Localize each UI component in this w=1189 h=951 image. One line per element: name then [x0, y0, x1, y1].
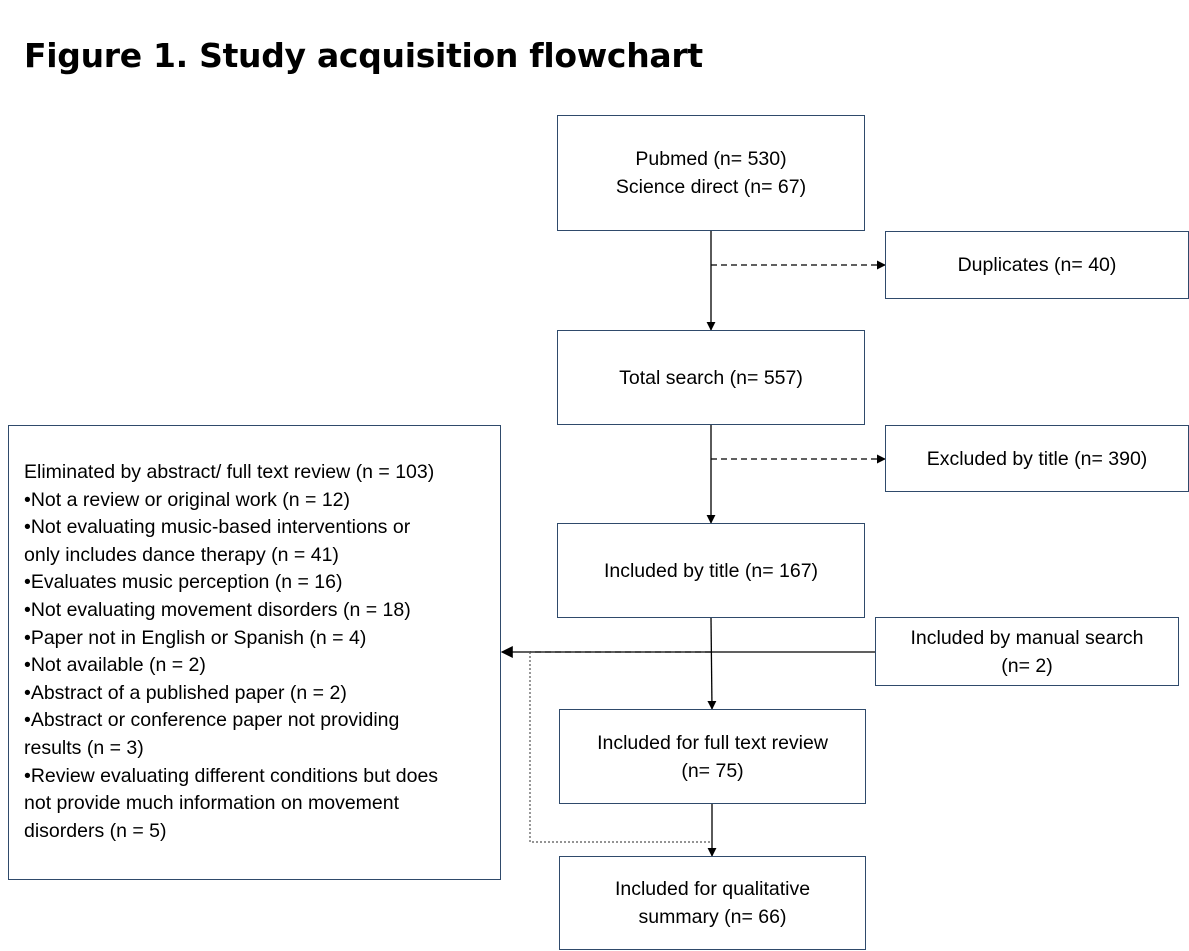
eliminated-reason: •Not evaluating music-based intervention…: [24, 516, 411, 539]
eliminated-reason: •Abstract of a published paper (n = 2): [24, 681, 347, 704]
node-excluded-by-title: Excluded by title (n= 390): [885, 425, 1189, 492]
node-text: Included by title (n= 167): [603, 559, 819, 582]
node-text: Total search (n= 557): [619, 366, 803, 389]
eliminated-reason: •Not evaluating movement disorders (n = …: [24, 598, 411, 621]
node-included-by-title: Included by title (n= 167): [557, 523, 865, 618]
eliminated-heading: Eliminated by abstract/ full text review…: [24, 461, 435, 483]
eliminated-reason: only includes dance therapy (n = 41): [24, 543, 339, 566]
eliminated-reason: •Not available (n = 2): [24, 654, 206, 677]
node-text: Excluded by title (n= 390): [926, 447, 1148, 470]
eliminated-reason: •Review evaluating different conditions …: [24, 764, 439, 787]
dotted-path-to-qualitative: [529, 652, 711, 843]
node-text: (n= 75): [681, 759, 744, 782]
eliminated-reason: •Abstract or conference paper not provid…: [24, 709, 400, 732]
eliminated-reason: •Evaluates music perception (n = 16): [24, 571, 343, 594]
arrow-included-title-to-full-text: [707, 617, 717, 710]
eliminated-reason: disorders (n = 5): [24, 819, 167, 842]
figure-title: Figure 1. Study acquisition flowchart: [24, 36, 703, 75]
node-full-text-review: Included for full text review (n= 75): [559, 709, 866, 804]
node-text: Pubmed (n= 530): [635, 148, 787, 170]
node-text: Included for full text review: [597, 731, 828, 754]
node-manual-search: Included by manual search (n= 2): [875, 617, 1179, 686]
node-total-search: Total search (n= 557): [557, 330, 865, 425]
node-sources: Pubmed (n= 530) Science direct (n= 67): [557, 115, 865, 231]
eliminated-reason: •Not a review or original work (n = 12): [24, 488, 350, 511]
node-text: Included by manual search: [910, 626, 1144, 649]
node-text: Included for qualitative: [614, 878, 811, 900]
eliminated-reason: results (n = 3): [24, 736, 144, 759]
node-eliminated: Eliminated by abstract/ full text review…: [8, 425, 501, 880]
node-text: (n= 2): [1001, 654, 1053, 677]
node-qualitative-summary: Included for qualitative summary (n= 66): [559, 856, 866, 950]
node-text: Science direct (n= 67): [615, 176, 807, 198]
node-text: Duplicates (n= 40): [957, 254, 1117, 276]
node-duplicates: Duplicates (n= 40): [885, 231, 1189, 299]
eliminated-reason: •Paper not in English or Spanish (n = 4): [24, 626, 367, 649]
eliminated-reason: not provide much information on movement: [24, 792, 400, 815]
node-text: summary (n= 66): [638, 906, 787, 928]
